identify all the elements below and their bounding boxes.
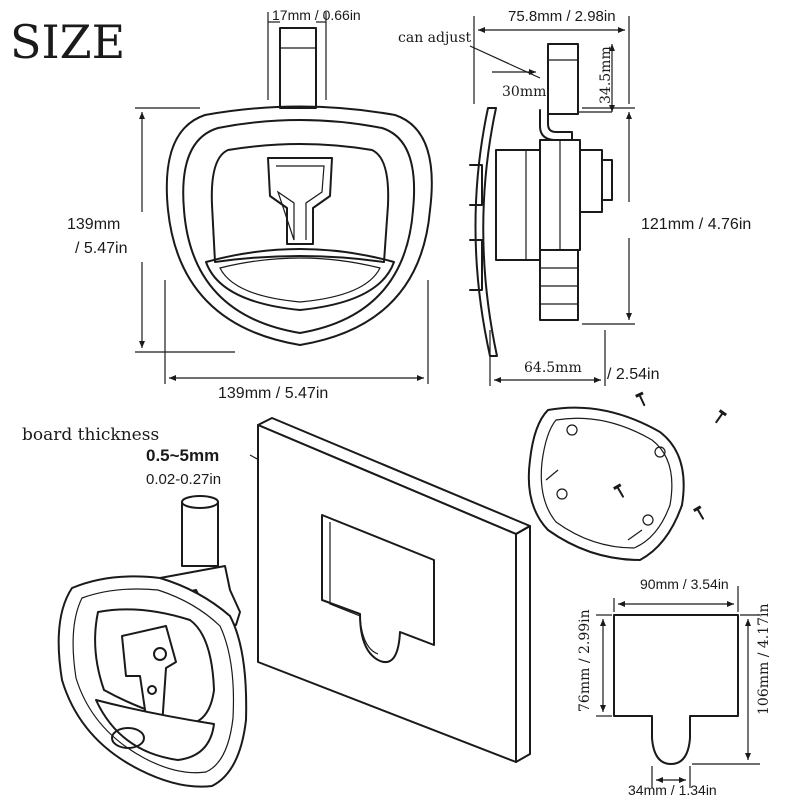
side-face-plate: [474, 107, 498, 357]
tube-width-label: 17mm / 0.66in: [272, 7, 361, 23]
side-height-label: 121mm / 4.76in: [641, 216, 751, 233]
board-thickness-label: board thickness: [22, 425, 159, 445]
depth-mm-label: 64.5mm: [524, 360, 582, 376]
front-height-in-label: / 5.47in: [75, 240, 127, 257]
cutout-shape: [613, 614, 739, 765]
front-outer-frame: [165, 105, 433, 346]
screw-icon: [613, 483, 624, 498]
screw-icon: [715, 409, 727, 424]
screw-icon: [693, 505, 704, 520]
front-paddle: [205, 248, 395, 311]
board-panel: [257, 424, 517, 763]
side-view-drawing: [469, 43, 613, 357]
side-housing: [495, 149, 545, 261]
cutout-height-small-label: 76mm / 2.99in: [577, 609, 593, 712]
cutout-notch-label: 34mm / 1.34in: [628, 782, 717, 798]
front-tube: [279, 27, 317, 109]
size-title: SIZE: [10, 15, 125, 69]
back-plate: [527, 406, 685, 561]
screws: [613, 391, 727, 520]
screw-icon: [635, 391, 646, 407]
cutout-width-label: 90mm / 3.54in: [640, 576, 729, 592]
cutout-height-total-label: 106mm / 4.17in: [756, 603, 772, 715]
board-thickness-mm: 0.5~5mm: [146, 446, 219, 465]
tube-height-label: 34.5mm: [598, 46, 614, 104]
front-height-mm-label: 139mm: [67, 216, 120, 233]
side-view-dimensions: 75.8mm / 2.98in can adjust 30mm 34.5mm 1…: [398, 8, 751, 386]
side-width-label: 75.8mm / 2.98in: [508, 8, 616, 25]
front-inner-opening: [210, 143, 390, 263]
latch-perspective-drawing: [57, 495, 248, 788]
board-thickness-in: 0.02-0.27in: [146, 471, 221, 488]
front-view-dimensions: 17mm / 0.66in 139mm / 5.47in 139mm / 5.4…: [67, 7, 429, 402]
back-plate-drawing: [527, 406, 685, 561]
front-view-drawing: [165, 27, 433, 346]
front-width-label: 139mm / 5.47in: [218, 385, 328, 402]
cutout-template-drawing: [613, 614, 739, 765]
cutout-dimensions: 90mm / 3.54in 76mm / 2.99in 106mm / 4.17…: [577, 576, 772, 798]
side-bolt: [539, 249, 579, 321]
board-drawing: [257, 417, 531, 763]
depth-in-label: / 2.54in: [607, 366, 659, 383]
adjust-range-label: 30mm: [502, 84, 546, 100]
side-tube: [547, 43, 579, 115]
can-adjust-label: can adjust: [398, 30, 472, 46]
